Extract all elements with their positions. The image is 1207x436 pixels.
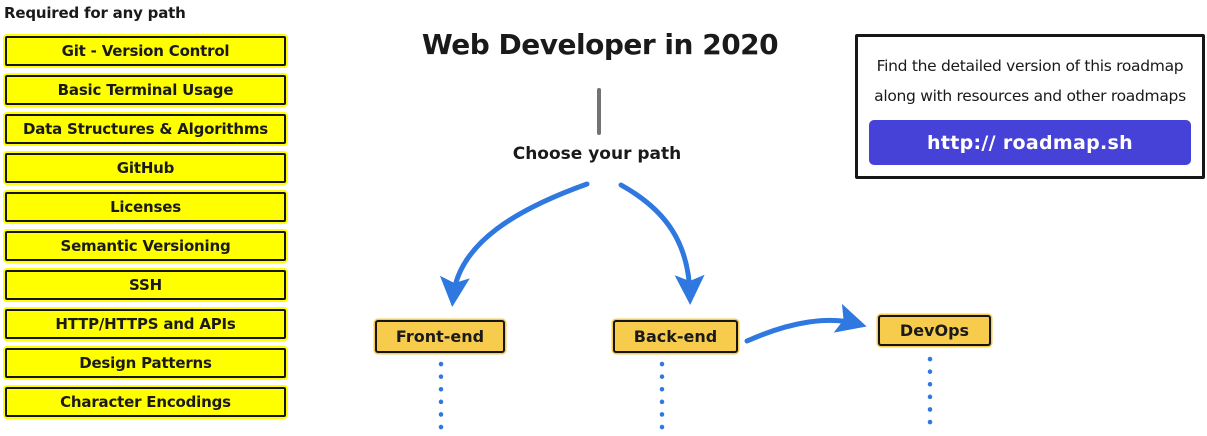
roadmap-url-button[interactable]: http:// roadmap.sh [869,120,1191,165]
topic-data-structures-algorithms[interactable]: Data Structures & Algorithms [5,114,286,144]
topic-basic-terminal-usage[interactable]: Basic Terminal Usage [5,75,286,105]
topic-design-patterns[interactable]: Design Patterns [5,348,286,378]
roadmap-info-box: Find the detailed version of this roadma… [855,34,1205,179]
topic-github[interactable]: GitHub [5,153,286,183]
required-topic-list: Git - Version Control Basic Terminal Usa… [5,36,286,417]
topic-semantic-versioning[interactable]: Semantic Versioning [5,231,286,261]
arrow-backend-to-devops [744,303,867,344]
page-title: Web Developer in 2020 [421,28,779,61]
topic-git-version-control[interactable]: Git - Version Control [5,36,286,66]
info-text-line1: Find the detailed version of this roadma… [876,57,1184,75]
path-box-backend[interactable]: Back-end [613,320,738,353]
path-box-devops[interactable]: DevOps [878,315,991,346]
topic-ssh[interactable]: SSH [5,270,286,300]
info-text: Find the detailed version of this roadma… [858,51,1202,111]
topic-licenses[interactable]: Licenses [5,192,286,222]
title-connector-line [597,88,601,135]
arrow-choose-to-backend [618,182,705,305]
choose-path-label: Choose your path [512,144,682,164]
path-box-frontend[interactable]: Front-end [375,320,505,353]
arrow-choose-to-frontend [439,181,590,307]
required-section-heading: Required for any path [4,4,186,22]
topic-http-https-apis[interactable]: HTTP/HTTPS and APIs [5,309,286,339]
topic-character-encodings[interactable]: Character Encodings [5,387,286,417]
info-text-line2: along with resources and other roadmaps [874,87,1186,105]
